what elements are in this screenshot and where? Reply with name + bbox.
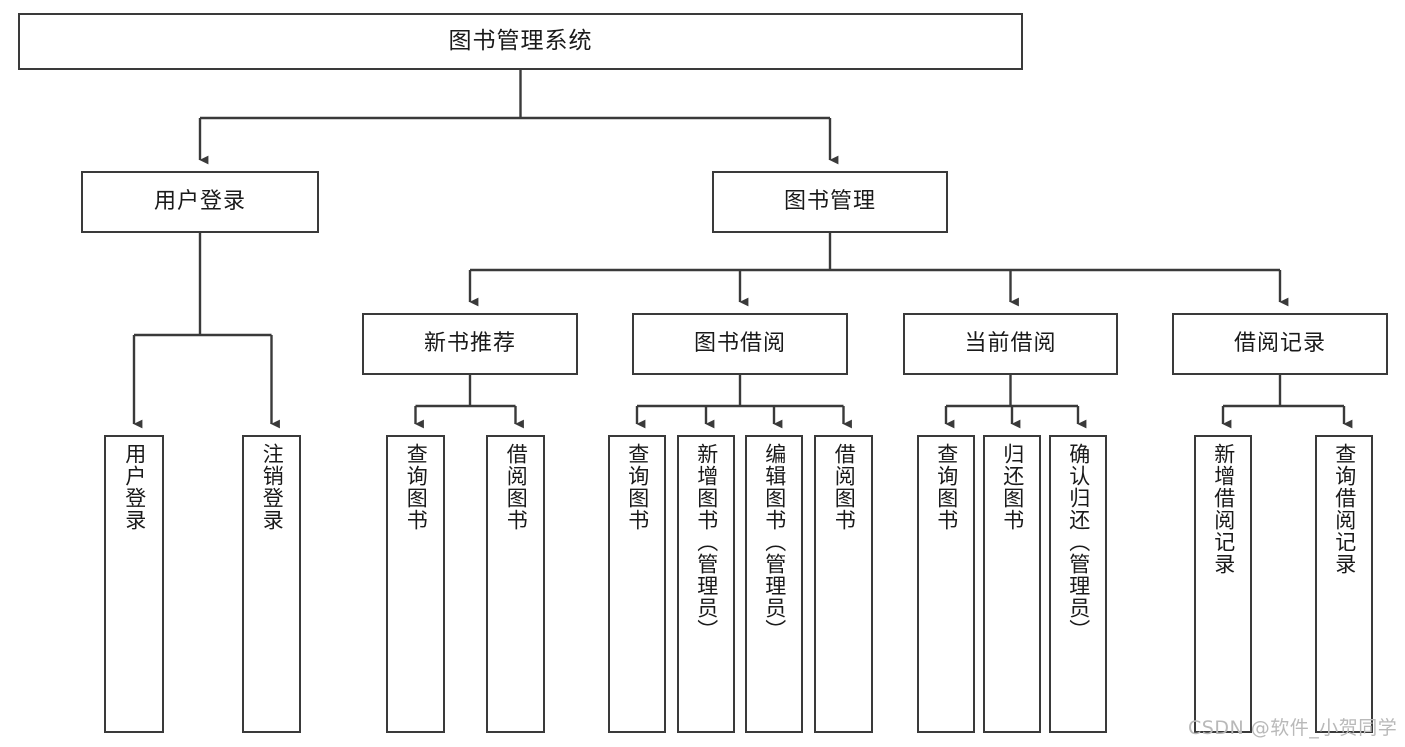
node-label: 新书推荐 — [423, 330, 516, 356]
node-l3-4[interactable]: 借阅记录 — [1172, 313, 1388, 375]
node-label: 借阅记录 — [1233, 330, 1326, 356]
node-leaf-10[interactable]: 归还图书 — [983, 435, 1041, 733]
node-label: 查询图书 — [625, 443, 650, 531]
node-label: 查询图书 — [934, 443, 959, 531]
node-leaf-2[interactable]: 注销登录 — [242, 435, 301, 733]
node-label: 图书管理系统 — [448, 27, 593, 54]
node-label: 查询图书 — [404, 443, 429, 531]
node-root[interactable]: 图书管理系统 — [18, 13, 1023, 70]
node-l3-2[interactable]: 图书借阅 — [632, 313, 848, 375]
node-leaf-12[interactable]: 新增借阅记录 — [1194, 435, 1252, 733]
node-label: 用户登录 — [153, 188, 246, 214]
node-l2-1[interactable]: 用户登录 — [81, 171, 319, 233]
node-label: 借阅图书 — [504, 443, 529, 531]
node-label: 借阅图书 — [832, 443, 857, 531]
node-label: 图书借阅 — [693, 330, 786, 356]
node-leaf-3[interactable]: 查询图书 — [386, 435, 445, 733]
node-l3-1[interactable]: 新书推荐 — [362, 313, 578, 375]
node-l2-2[interactable]: 图书管理 — [712, 171, 948, 233]
node-leaf-8[interactable]: 借阅图书 — [814, 435, 873, 733]
node-label: 用户登录 — [122, 443, 147, 531]
node-leaf-4[interactable]: 借阅图书 — [486, 435, 545, 733]
node-leaf-1[interactable]: 用户登录 — [104, 435, 164, 733]
node-leaf-9[interactable]: 查询图书 — [917, 435, 975, 733]
node-label: 新增借阅记录 — [1211, 443, 1236, 575]
node-leaf-7[interactable]: 编辑图书（管理员） — [745, 435, 803, 733]
node-label: 新增图书（管理员） — [694, 443, 719, 641]
csdn-watermark: CSDN @软件_小贺同学 — [1188, 717, 1398, 739]
node-label: 编辑图书（管理员） — [762, 443, 787, 641]
node-label: 注销登录 — [260, 443, 285, 531]
node-label: 归还图书 — [1000, 443, 1025, 531]
node-leaf-5[interactable]: 查询图书 — [608, 435, 666, 733]
node-leaf-13[interactable]: 查询借阅记录 — [1315, 435, 1373, 733]
node-label: 当前借阅 — [964, 330, 1057, 356]
node-leaf-6[interactable]: 新增图书（管理员） — [677, 435, 735, 733]
node-leaf-11[interactable]: 确认归还（管理员） — [1049, 435, 1107, 733]
node-label: 图书管理 — [783, 188, 876, 214]
node-l3-3[interactable]: 当前借阅 — [903, 313, 1118, 375]
node-label: 查询借阅记录 — [1332, 443, 1357, 575]
node-label: 确认归还（管理员） — [1066, 443, 1091, 641]
